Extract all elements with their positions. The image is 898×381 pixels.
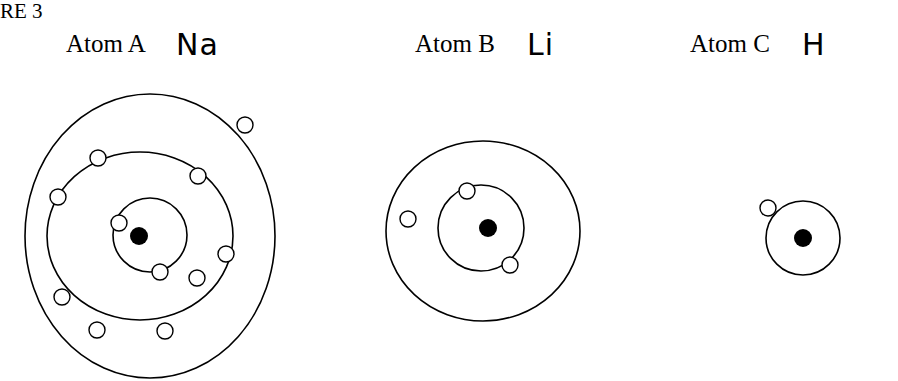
- electron-shell: [386, 141, 580, 321]
- electron: [760, 200, 776, 216]
- electron: [189, 270, 205, 286]
- electron: [459, 183, 475, 199]
- nucleus: [130, 227, 148, 245]
- element-symbol: Li: [527, 28, 554, 61]
- electron-shell: [113, 198, 187, 272]
- atom-label: Atom B: [415, 30, 495, 58]
- electron: [111, 215, 127, 231]
- electron: [190, 168, 206, 184]
- electron: [90, 150, 106, 166]
- atom-label: Atom C: [690, 30, 770, 58]
- electron: [152, 264, 168, 280]
- electron: [502, 257, 518, 273]
- nucleus: [794, 229, 812, 247]
- electron: [157, 323, 173, 339]
- electron: [54, 289, 70, 305]
- electron: [400, 211, 416, 227]
- electron-shell: [766, 201, 840, 275]
- figure-number: RE 3: [0, 0, 43, 23]
- electron: [237, 117, 253, 133]
- electron: [218, 246, 234, 262]
- electron: [89, 322, 105, 338]
- atom-label: Atom A: [66, 30, 146, 58]
- electron: [50, 189, 66, 205]
- nucleus: [479, 219, 497, 237]
- electron-shell: [25, 94, 275, 378]
- electron-shell: [47, 152, 233, 320]
- element-symbol: Na: [176, 28, 219, 61]
- element-symbol: H: [802, 28, 826, 61]
